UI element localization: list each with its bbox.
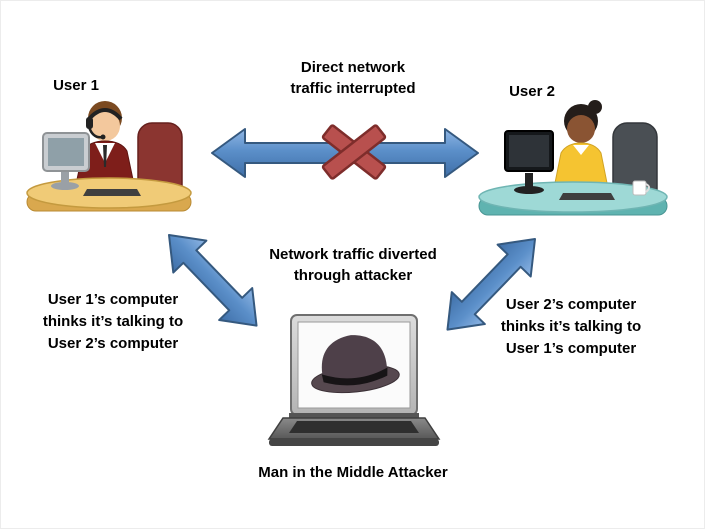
red-x-icon <box>321 124 387 180</box>
mug-icon <box>632 180 650 196</box>
user2-thinks-label: User 2’s computer thinks it’s talking to… <box>500 296 642 357</box>
laptop-with-fedora-icon <box>267 314 441 446</box>
keyboard-icon <box>83 189 141 196</box>
headset-icon <box>87 108 123 121</box>
user2-at-computer-icon <box>478 100 668 216</box>
monitor-icon <box>42 132 90 190</box>
direct-traffic-label: Direct network traffic interrupted <box>290 59 416 97</box>
user1-thinks-label: User 1’s computer thinks it’s talking to… <box>42 291 184 352</box>
diagonal-double-arrow-right-icon <box>446 238 536 331</box>
diverted-traffic-label: Network traffic diverted through attacke… <box>269 246 437 284</box>
monitor-icon <box>504 130 554 194</box>
fedora-icon <box>311 335 400 394</box>
laptop-keyboard <box>289 421 419 433</box>
user1-at-computer-icon <box>26 101 192 212</box>
person-icon <box>552 100 610 194</box>
attacker-label: Man in the Middle Attacker <box>258 464 448 481</box>
diagonal-double-arrow-left-icon <box>168 234 258 327</box>
person-icon <box>74 101 136 190</box>
user1-label: User 1 <box>53 77 99 94</box>
keyboard-icon <box>559 193 615 200</box>
user2-label: User 2 <box>509 83 555 100</box>
